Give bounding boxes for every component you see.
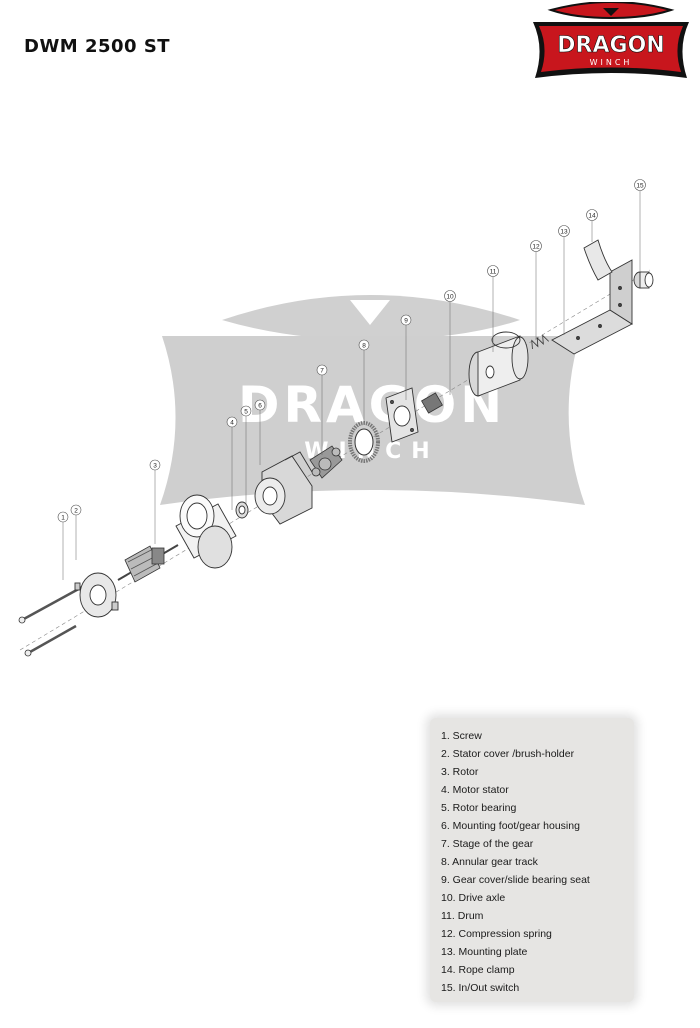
svg-text:9: 9 [404,318,408,325]
logo-sub-text: WINCH [590,58,633,67]
part-drum [468,331,529,397]
watermark-eye-mark [350,300,390,325]
dragon-winch-logo: DRAGON WINCH [533,2,689,78]
parts-legend: 1. Screw 2. Stator cover /brush-holder 3… [430,718,634,1002]
legend-item: 2. Stator cover /brush-holder [441,748,575,760]
svg-text:14: 14 [588,213,596,220]
legend-item: 8. Annular gear track [441,856,538,868]
logo-banner-inner [539,26,683,72]
callout-14: 14 [586,209,598,221]
parts-list: 1. Screw 2. Stator cover /brush-holder 3… [430,718,634,997]
svg-text:11: 11 [490,269,497,276]
part-gear-cover [385,387,419,443]
callout-12: 12 [530,240,542,252]
leader-lines [62,191,641,580]
svg-text:4: 4 [230,420,234,427]
legend-item: 11. Drum [441,910,484,922]
legend-item: 7. Stage of the gear [441,838,534,850]
svg-text:13: 13 [560,229,568,236]
part-rotor-bearing [235,501,249,519]
svg-text:10: 10 [446,294,454,301]
legend-item: 6. Mounting foot/gear housing [441,820,580,832]
callout-10: 10 [444,290,456,302]
callout-6: 6 [254,399,266,411]
callout-8: 8 [358,339,370,351]
callout-2: 2 [70,504,82,516]
legend-item: 12. Compression spring [441,928,552,940]
legend-item: 15. In/Out switch [441,982,520,994]
part-inout-switch [633,271,654,289]
part-compression-spring [531,334,550,350]
logo-eye-mark [603,8,619,16]
svg-text:12: 12 [532,244,540,251]
callout-15: 15 [634,179,646,191]
part-rotor [117,544,179,583]
callout-5: 5 [240,405,252,417]
svg-text:7: 7 [320,368,324,375]
svg-text:15: 15 [636,183,644,190]
part-gear-stage [309,445,343,479]
svg-text:2: 2 [74,508,78,515]
logo-brand-text: DRAGON [557,33,664,58]
part-motor-stator [175,494,237,569]
callout-9: 9 [400,314,412,326]
legend-item: 5. Rotor bearing [441,802,517,814]
svg-text:5: 5 [244,409,248,416]
legend-item: 9. Gear cover/slide bearing seat [441,874,590,886]
part-drive-axle [421,392,443,414]
part-stator-cover [74,572,119,618]
svg-text:3: 3 [153,463,157,470]
callout-4: 4 [226,416,238,428]
svg-text:6: 6 [258,403,262,410]
callout-1: 1 [57,511,69,523]
part-gear-housing [254,451,313,525]
part-mounting-plate [551,259,633,355]
legend-item: 14. Rope clamp [441,964,515,976]
svg-text:1: 1 [61,515,65,522]
callout-3: 3 [149,459,161,471]
page-title: DWM 2500 ST [24,36,171,57]
callout-7: 7 [316,364,328,376]
legend-item: 13. Mounting plate [441,946,528,958]
part-rope-clamp [583,239,613,281]
exploded-diagram: DRAGON WINCH [18,179,654,657]
svg-text:8: 8 [362,343,366,350]
legend-item: 4. Motor stator [441,784,509,796]
watermark: DRAGON WINCH [160,295,585,505]
callout-11: 11 [487,265,499,277]
legend-item: 1. Screw [441,730,482,742]
legend-item: 10. Drive axle [441,892,506,904]
legend-item: 3. Rotor [441,766,479,778]
callout-13: 13 [558,225,570,237]
